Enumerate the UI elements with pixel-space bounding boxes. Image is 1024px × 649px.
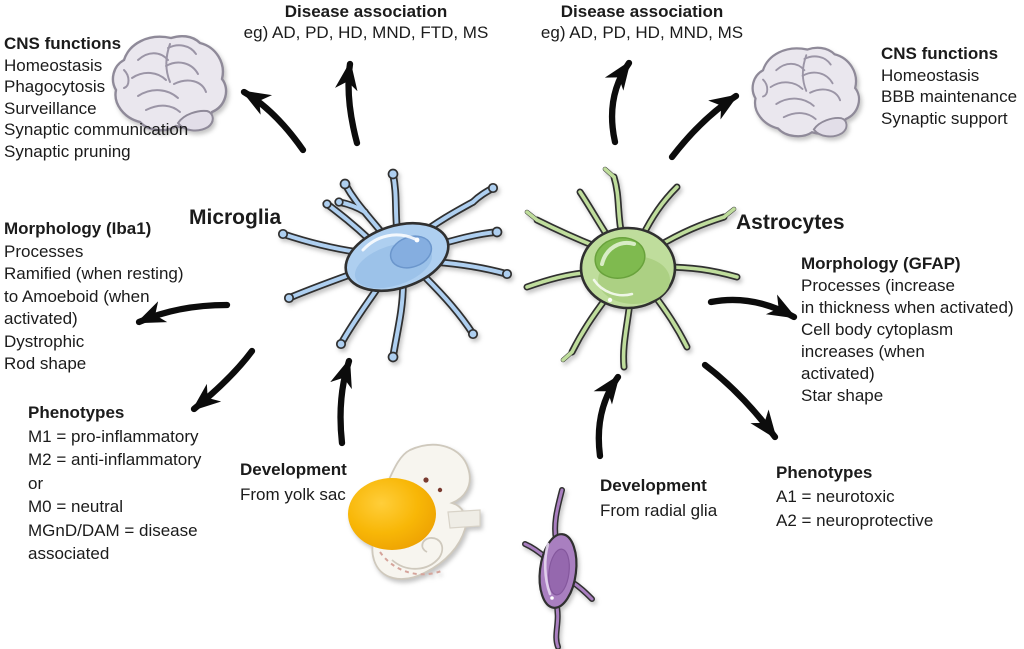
list-item: Synaptic communication (4, 120, 189, 139)
development-source: From radial glia (600, 501, 718, 520)
list-item: Surveillance (4, 98, 97, 118)
list-item: Cell body cytoplasm (801, 320, 954, 339)
list-item: or (28, 473, 44, 493)
list-item: activated) (4, 309, 78, 328)
astrocyte-cell-icon (523, 166, 741, 371)
list-item: Processes (4, 241, 84, 261)
list-item: Ramified (when resting) (4, 264, 184, 283)
arrow-astrocyte-to-phenotypes (701, 361, 779, 441)
astrocyte-cns-functions: CNS functions Homeostasis BBB maintenanc… (881, 43, 1017, 129)
section-title: Morphology (GFAP) (801, 254, 961, 273)
microglia-cns-functions: CNS functions Homeostasis Phagocytosis S… (4, 33, 188, 162)
list-item: M1 = pro-inflammatory (28, 426, 199, 446)
section-title: CNS functions (4, 34, 122, 53)
section-title: Morphology (Iba1) (4, 219, 152, 238)
microglia-disease-association: Disease association eg) AD, PD, HD, MND,… (235, 1, 497, 43)
arrow-astrocyte-to-morphology (707, 294, 798, 321)
arrow-microglia-to-disease (335, 60, 361, 147)
microglia-nucleus (389, 235, 433, 269)
arrow-microglia-to-brain (240, 88, 307, 154)
astrocyte-nucleus (594, 237, 646, 279)
section-title: Development (600, 476, 707, 495)
list-item: M0 = neutral (28, 497, 123, 516)
list-item: A1 = neurotoxic (776, 487, 895, 506)
list-item: Star shape (801, 386, 884, 405)
list-item: Synaptic support (881, 108, 1008, 128)
list-item: BBB maintenance (881, 87, 1018, 106)
section-title: CNS functions (881, 44, 999, 63)
arrow-development-to-microglia (330, 357, 353, 447)
astrocyte-phenotypes: Phenotypes A1 = neurotoxic A2 = neuropro… (776, 461, 933, 533)
arrow-microglia-to-phenotypes (190, 347, 256, 413)
section-title: Phenotypes (28, 403, 125, 422)
section-title: Phenotypes (776, 463, 873, 482)
disease-examples: eg) AD, PD, HD, MND, FTD, MS (243, 23, 489, 42)
astrocyte-disease-association: Disease association eg) AD, PD, HD, MND,… (527, 1, 757, 43)
list-item: to Amoeboid (when (4, 286, 150, 306)
arrow-microglia-to-morphology (135, 301, 231, 326)
list-item: Homeostasis (881, 65, 980, 85)
section-title: Development (240, 460, 347, 479)
microglia-phenotypes: Phenotypes M1 = pro-inflammatory M2 = an… (28, 401, 201, 566)
list-item: A2 = neuroprotective (776, 511, 934, 530)
disease-examples: eg) AD, PD, HD, MND, MS (540, 23, 744, 42)
arrow-development-to-astrocyte (593, 373, 622, 460)
list-item: activated) (801, 364, 875, 383)
list-item: M2 = anti-inflammatory (28, 450, 202, 469)
list-item: associated (28, 544, 110, 563)
astrocyte-morphology: Morphology (GFAP) Processes (increase in… (801, 253, 1014, 407)
arrow-astrocyte-to-disease (604, 59, 633, 146)
microglia-morphology: Morphology (Iba1) Processes Ramified (wh… (4, 218, 184, 376)
list-item: MGnD/DAM = disease (28, 520, 198, 540)
radial-glia-cell-icon (522, 487, 595, 649)
astrocyte-development: Development From radial glia (600, 473, 717, 523)
list-item: Processes (increase (801, 276, 956, 295)
list-item: Homeostasis (4, 55, 103, 75)
list-item: increases (when (801, 342, 925, 361)
embryo-yolk-sac-icon (348, 443, 481, 580)
astrocytes-label: Astrocytes (736, 211, 845, 234)
yolk-sac (348, 478, 436, 550)
microglia-label: Microglia (189, 206, 282, 229)
microglia-development: Development From yolk sac (240, 457, 347, 507)
list-item: Rod shape (4, 354, 87, 373)
development-source: From yolk sac (240, 485, 346, 504)
list-item: in thickness when activated) (801, 298, 1014, 317)
microglia-cell-icon (277, 168, 513, 363)
section-title: Disease association (560, 2, 724, 21)
list-item: Phagocytosis (4, 77, 106, 96)
arrow-astrocyte-to-brain (668, 92, 740, 161)
list-item: Synaptic pruning (4, 141, 131, 161)
section-title: Disease association (284, 2, 448, 21)
arrow-layer (135, 59, 798, 460)
brain-right-icon (751, 46, 861, 138)
list-item: Dystrophic (4, 331, 85, 351)
